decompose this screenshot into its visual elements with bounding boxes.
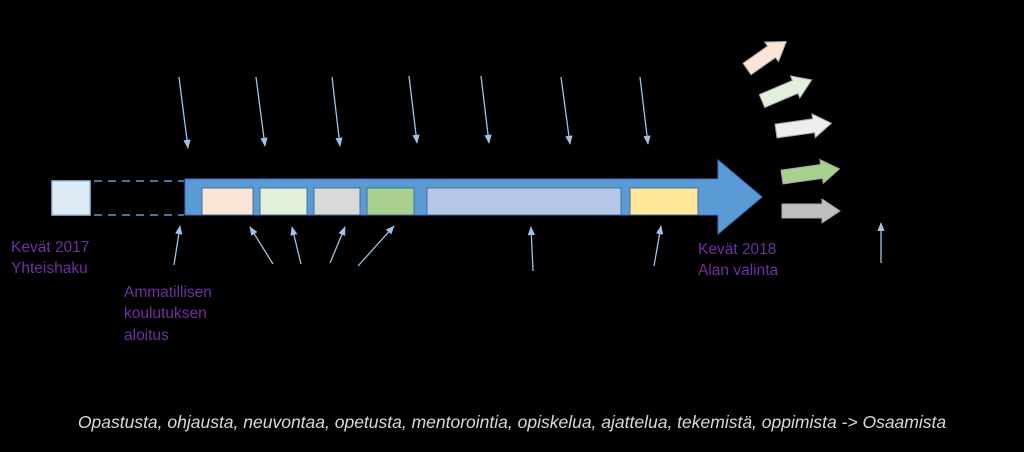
- bottom-arrow: [357, 225, 395, 267]
- start-box: [51, 180, 91, 216]
- segment-light-green: [259, 187, 308, 216]
- label-joint-application: Yhteishaku: [11, 260, 88, 277]
- label-vocational-start-2: koulutuksen: [124, 305, 207, 322]
- bottom-arrow: [249, 226, 274, 265]
- segment-yellow: [629, 187, 699, 216]
- branch-arrow-light-green: [758, 75, 813, 109]
- bottom-arrow: [290, 226, 302, 265]
- bottom-arrow: [527, 226, 536, 272]
- footer-caption: Opastusta, ohjausta, neuvontaa, opetusta…: [77, 412, 947, 432]
- top-arrow: [560, 76, 573, 145]
- bottom-arrow: [653, 225, 664, 267]
- label-spring-2017: Kevät 2017: [11, 239, 90, 256]
- branch-arrow-peach: [742, 40, 788, 76]
- bottom-arrow: [329, 226, 346, 264]
- top-input-arrows: [178, 75, 651, 149]
- branch-arrow-gray: [781, 198, 841, 224]
- top-arrow: [255, 76, 268, 147]
- top-arrow: [408, 75, 420, 144]
- branch-arrow-white-gray: [774, 112, 833, 139]
- top-arrow: [178, 76, 191, 149]
- bottom-input-arrows: [173, 222, 885, 272]
- label-vocational-start-1: Ammatillisen: [124, 284, 212, 301]
- segment-light-gray: [313, 187, 361, 216]
- segment-peach: [201, 187, 254, 216]
- segment-light-blue: [426, 187, 622, 216]
- top-arrow: [331, 76, 343, 147]
- branch-arrow-green: [780, 158, 841, 185]
- branch-arrows: [742, 40, 841, 224]
- top-arrow: [639, 76, 651, 145]
- label-field-choice: Alan valinta: [698, 262, 779, 279]
- top-arrow: [480, 75, 492, 144]
- label-spring-2018: Kevät 2018: [698, 241, 777, 258]
- label-vocational-start-3: aloitus: [124, 327, 169, 344]
- segment-green: [366, 187, 415, 216]
- bottom-arrow: [173, 225, 183, 266]
